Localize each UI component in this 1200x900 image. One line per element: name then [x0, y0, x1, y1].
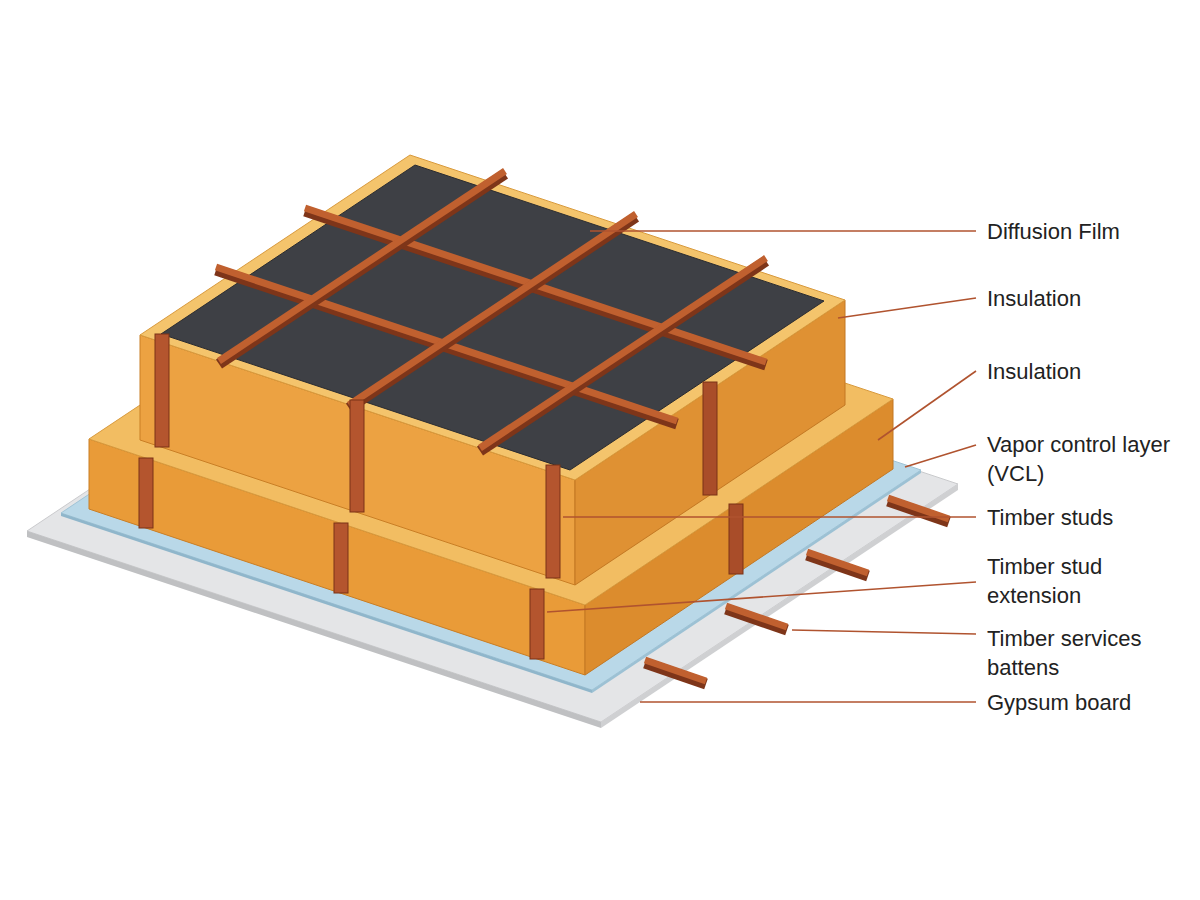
- part-label: Gypsum board: [987, 688, 1177, 717]
- part-label: Timber services battens: [987, 624, 1177, 682]
- part-label: Diffusion Film: [987, 217, 1177, 246]
- part-label: Insulation: [987, 284, 1177, 313]
- part-label: Vapor control layer (VCL): [987, 430, 1177, 488]
- part-label: Timber stud extension: [987, 552, 1177, 610]
- timber-studs: [155, 334, 717, 578]
- layer-stack: [27, 155, 958, 728]
- part-label: Insulation: [987, 357, 1177, 386]
- leader-lines: [547, 231, 976, 702]
- part-label: Timber studs: [987, 503, 1177, 532]
- diffusion-film: [161, 165, 824, 470]
- timber-stud-extensions: [139, 458, 743, 659]
- insulation-upper-top: [140, 155, 845, 480]
- top-battens: [216, 171, 766, 451]
